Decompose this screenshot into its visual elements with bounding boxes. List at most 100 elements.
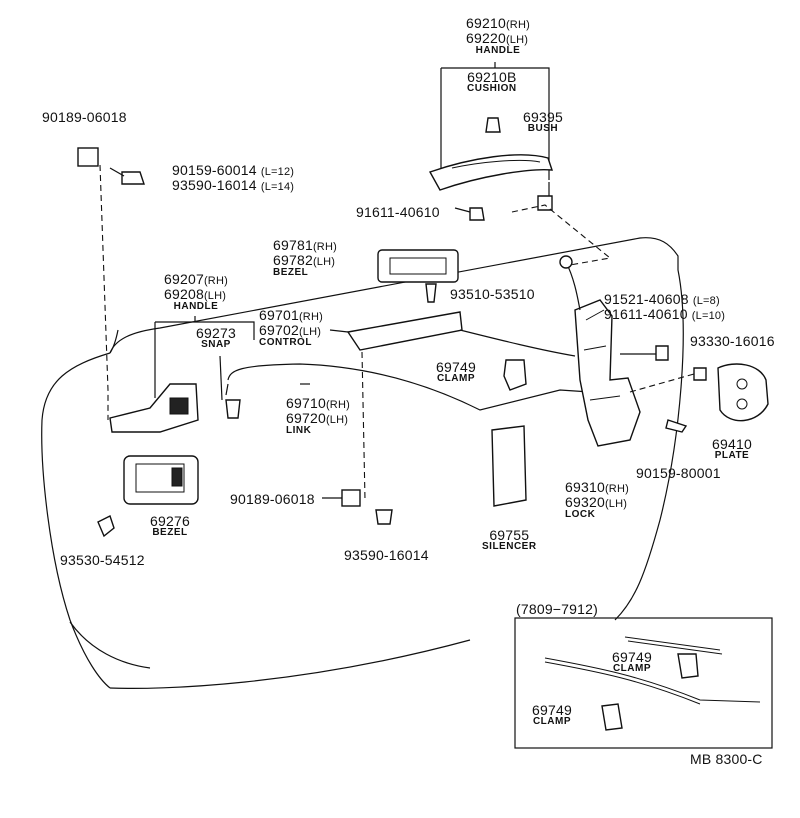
link-rod bbox=[227, 363, 591, 411]
part-suffix: (L=10) bbox=[691, 310, 726, 322]
part-number: 69782 bbox=[273, 252, 313, 268]
part-caption: CLAMP bbox=[612, 663, 651, 674]
label-snap: 69273 SNAP bbox=[196, 326, 236, 350]
clip-top bbox=[77, 147, 99, 167]
label-bolt-handle: 91611-40610 bbox=[356, 204, 440, 220]
inset-box bbox=[514, 617, 773, 749]
label-inset-clamp-1: 69749 CLAMP bbox=[612, 650, 652, 674]
part-number: 91521-40608 bbox=[604, 291, 689, 307]
part-suffix: (L=12) bbox=[260, 166, 295, 178]
part-number: 69210B bbox=[467, 69, 517, 85]
label-screw-bezel-top: 93510-53510 bbox=[450, 286, 535, 302]
diagram-id: MB 8300-C bbox=[690, 751, 763, 767]
part-suffix: (RH) bbox=[312, 241, 337, 253]
part-number: 69710 bbox=[286, 395, 326, 411]
label-inset-clamp-2: 69749 CLAMP bbox=[532, 703, 572, 727]
striker-plate bbox=[717, 363, 769, 422]
part-number: 91611-40610 bbox=[604, 306, 688, 322]
handle-bolt bbox=[469, 207, 485, 221]
part-number: 69720 bbox=[286, 410, 326, 426]
part-number: 69220 bbox=[466, 30, 506, 46]
label-screw-lock: 90159-80001 bbox=[636, 465, 721, 481]
part-number: 69210 bbox=[466, 15, 506, 31]
part-suffix: (LH) bbox=[312, 256, 336, 268]
inset-clamp-2 bbox=[601, 703, 623, 731]
label-bezel-top: 69781(RH) 69782(LH) BEZEL bbox=[273, 238, 337, 278]
label-screw-mid: 93590-16014 bbox=[344, 547, 429, 563]
screw-mid bbox=[375, 509, 393, 525]
part-number: 69320 bbox=[565, 494, 605, 510]
inset-title: (7809−7912) bbox=[516, 601, 598, 617]
silencer bbox=[491, 425, 527, 507]
part-number: 69749 bbox=[532, 702, 572, 718]
label-plate: 69410 PLATE bbox=[712, 437, 752, 461]
part-number: 93590-16014 bbox=[172, 177, 257, 193]
part-caption: PLATE bbox=[714, 450, 750, 461]
part-suffix: (RH) bbox=[505, 19, 530, 31]
part-number: 69310 bbox=[565, 479, 605, 495]
label-cushion: 69210B CUSHION bbox=[467, 70, 517, 94]
part-number: 69749 bbox=[436, 359, 476, 375]
part-caption: SILENCER bbox=[482, 541, 537, 552]
part-suffix: (LH) bbox=[325, 414, 349, 426]
clamp-main bbox=[503, 359, 527, 391]
label-bolt-lock: 91521-40608 (L=8) 91611-40610 (L=10) bbox=[604, 292, 725, 322]
snap bbox=[225, 399, 241, 419]
part-suffix: (RH) bbox=[604, 483, 629, 495]
part-number: 69781 bbox=[273, 237, 313, 253]
part-number: 69410 bbox=[712, 436, 752, 452]
bezel-bottom bbox=[123, 455, 199, 505]
cushion bbox=[485, 117, 501, 133]
part-number: 69208 bbox=[164, 286, 204, 302]
part-caption: CONTROL bbox=[259, 337, 312, 348]
inner-handle bbox=[109, 383, 199, 433]
label-silencer: 69755 SILENCER bbox=[482, 528, 537, 552]
label-clip-top: 90189-06018 bbox=[42, 109, 127, 125]
part-caption: CLAMP bbox=[436, 373, 475, 384]
part-number: 69273 bbox=[196, 325, 236, 341]
part-suffix: (L=14) bbox=[260, 181, 295, 193]
part-number: 69207 bbox=[164, 271, 204, 287]
part-caption: HANDLE bbox=[173, 301, 219, 312]
part-suffix: (LH) bbox=[505, 34, 529, 46]
part-caption: LINK bbox=[286, 425, 312, 436]
label-control: 69701(RH) 69702(LH) CONTROL bbox=[259, 308, 323, 348]
part-suffix: (LH) bbox=[604, 498, 628, 510]
lock-screw bbox=[665, 419, 688, 433]
lock-bolt bbox=[655, 345, 669, 361]
part-caption: BEZEL bbox=[152, 527, 188, 538]
screw-bottom bbox=[97, 515, 115, 538]
part-caption: SNAP bbox=[201, 339, 231, 350]
label-handle-outer: 69210(RH) 69220(LH) HANDLE bbox=[466, 16, 530, 56]
part-suffix: (LH) bbox=[203, 290, 227, 302]
part-number: 90159-60014 bbox=[172, 162, 257, 178]
screw-top bbox=[121, 171, 145, 185]
label-lock: 69310(RH) 69320(LH) LOCK bbox=[565, 480, 629, 520]
part-caption: HANDLE bbox=[475, 45, 521, 56]
control bbox=[346, 311, 463, 351]
inset-clamp-1 bbox=[677, 653, 699, 679]
label-screw-plate: 93330-16016 bbox=[690, 333, 775, 349]
label-screw-bottom: 93530-54512 bbox=[60, 552, 145, 568]
part-suffix: (RH) bbox=[325, 399, 350, 411]
part-number: 69755 bbox=[489, 527, 530, 543]
label-bush: 69395 BUSH bbox=[523, 110, 563, 134]
label-bezel-bottom: 69276 BEZEL bbox=[150, 514, 190, 538]
part-suffix: (RH) bbox=[298, 311, 323, 323]
part-suffix: (LH) bbox=[298, 326, 322, 338]
plate-screw bbox=[693, 367, 707, 381]
clip-mid bbox=[341, 489, 361, 507]
label-clamp-main: 69749 CLAMP bbox=[436, 360, 476, 384]
part-number: 69395 bbox=[523, 109, 563, 125]
part-suffix: (RH) bbox=[203, 275, 228, 287]
part-number: 69749 bbox=[612, 649, 652, 665]
part-caption: LOCK bbox=[565, 509, 596, 520]
part-caption: CUSHION bbox=[467, 83, 517, 94]
part-caption: BEZEL bbox=[273, 267, 309, 278]
part-suffix: (L=8) bbox=[692, 295, 720, 307]
label-screw-top: 90159-60014 (L=12) 93590-16014 (L=14) bbox=[172, 163, 294, 193]
label-clip-mid: 90189-06018 bbox=[230, 491, 315, 507]
label-link: 69710(RH) 69720(LH) LINK bbox=[286, 396, 350, 436]
